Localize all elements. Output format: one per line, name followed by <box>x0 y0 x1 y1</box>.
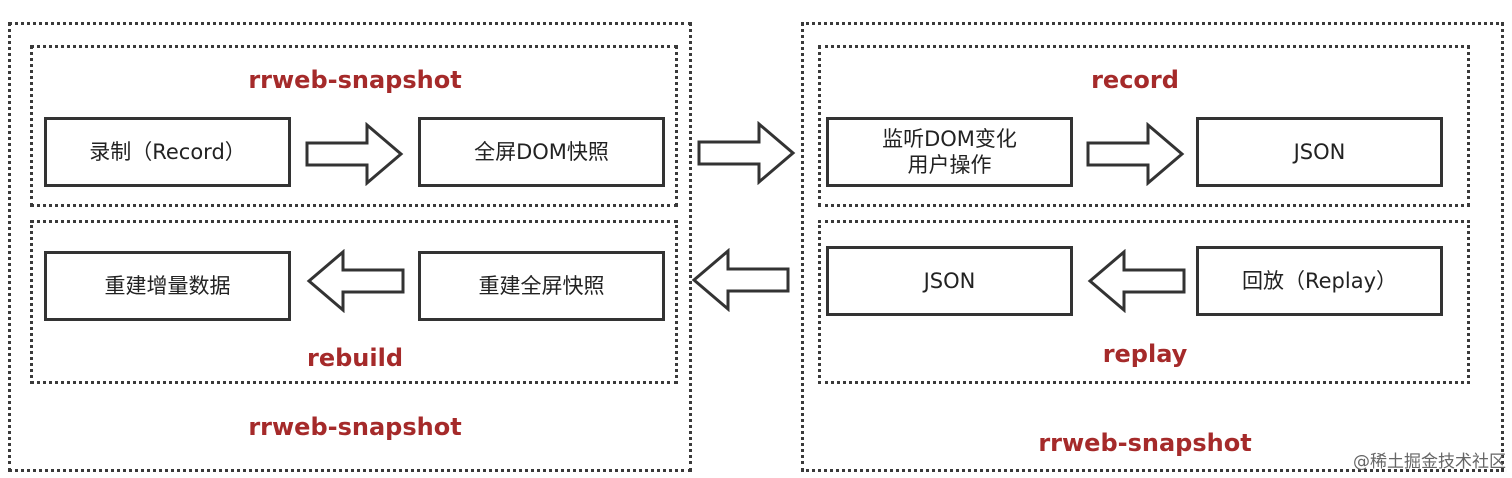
right-bottom-group <box>818 220 1470 384</box>
listen-dom-changes-box: 监听DOM变化 用户操作 <box>826 117 1073 187</box>
json-input-box: JSON <box>826 246 1073 316</box>
left-outer-panel <box>8 22 692 472</box>
hollow-arrow-left-icon <box>691 248 790 312</box>
right-top-group <box>818 45 1470 207</box>
hollow-arrow-left-icon <box>1087 249 1186 313</box>
left-top-group-title: rrweb-snapshot <box>248 66 462 94</box>
json-output-box: JSON <box>1196 117 1443 187</box>
left-top-group <box>30 45 678 207</box>
left-bottom-group-title: rebuild <box>306 344 403 372</box>
hollow-arrow-right-icon <box>697 121 796 185</box>
rebuild-full-snapshot-box: 重建全屏快照 <box>418 251 665 321</box>
record-box: 录制（Record） <box>44 117 291 187</box>
left-footer-label: rrweb-snapshot <box>248 413 462 441</box>
right-outer-panel <box>801 22 1504 472</box>
replay-box: 回放（Replay） <box>1196 246 1443 316</box>
hollow-arrow-left-icon <box>306 249 405 313</box>
hollow-arrow-right-icon <box>305 122 404 186</box>
left-bottom-group <box>30 220 678 384</box>
hollow-arrow-right-icon <box>1086 122 1185 186</box>
right-footer-label: rrweb-snapshot <box>1038 429 1252 457</box>
rebuild-incremental-data-box: 重建增量数据 <box>44 251 291 321</box>
watermark: @稀土掘金技术社区 <box>1353 452 1506 472</box>
full-dom-snapshot-box: 全屏DOM快照 <box>418 117 665 187</box>
right-bottom-group-title: replay <box>1102 340 1188 368</box>
right-top-group-title: record <box>1091 66 1179 94</box>
